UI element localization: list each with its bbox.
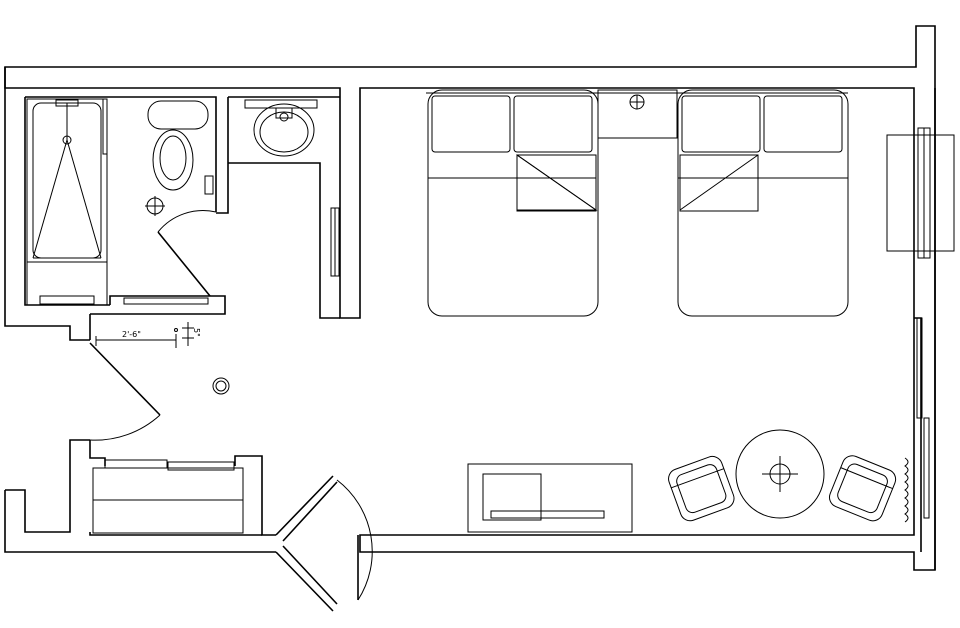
desk bbox=[467, 463, 633, 533]
round-table bbox=[735, 429, 825, 519]
chair-left bbox=[668, 455, 735, 522]
door-width-label: 2'-6" bbox=[122, 330, 141, 339]
dimension-annotation: 2'-6" 5" bbox=[95, 322, 201, 348]
entry-door bbox=[89, 342, 161, 441]
smoke-detector bbox=[212, 377, 230, 395]
closet bbox=[92, 459, 244, 534]
bathtub bbox=[26, 98, 108, 306]
chair-right bbox=[828, 455, 897, 522]
wall-panel bbox=[330, 207, 340, 277]
offset-label: 5" bbox=[192, 328, 201, 337]
curtain bbox=[904, 457, 909, 523]
vanity-sink bbox=[244, 99, 318, 157]
sliding-window bbox=[916, 317, 930, 519]
balcony-door bbox=[275, 475, 373, 612]
bathroom-door bbox=[157, 210, 217, 297]
exterior-walls bbox=[4, 25, 936, 571]
nightstand bbox=[597, 89, 678, 139]
bed-right bbox=[677, 89, 849, 317]
bed-left bbox=[427, 89, 599, 317]
ac-unit bbox=[886, 127, 955, 259]
towel-bar bbox=[123, 297, 209, 305]
toilet bbox=[145, 100, 214, 216]
